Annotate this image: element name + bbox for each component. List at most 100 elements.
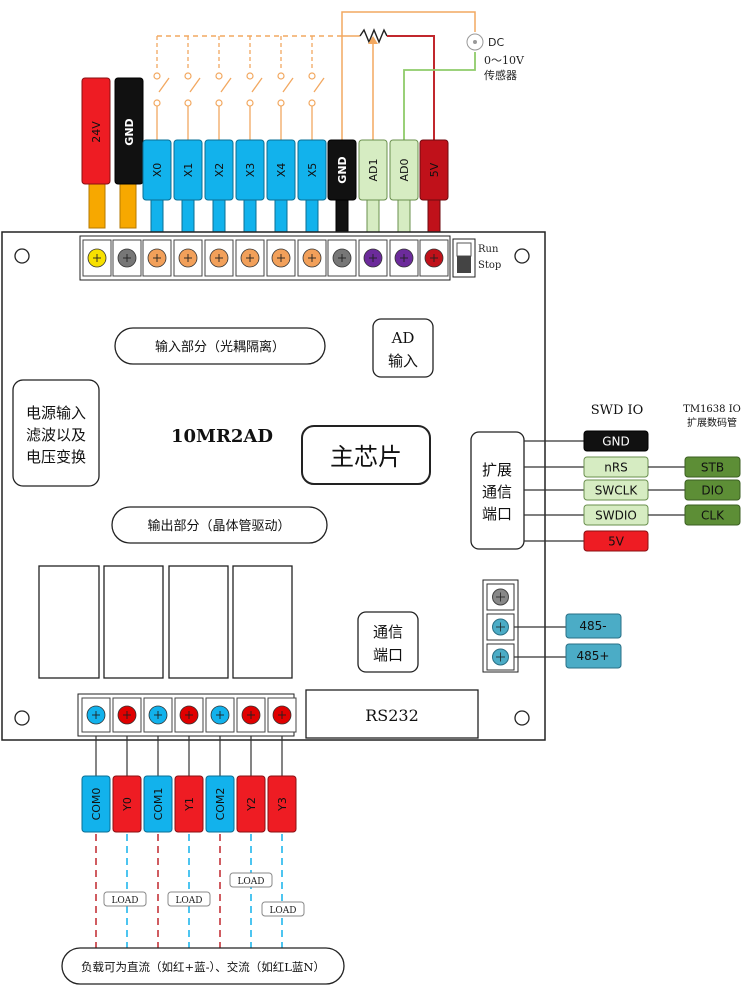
tm1638-title-line2: 扩展数码管 (687, 416, 737, 429)
input-switch-wiring (153, 35, 342, 140)
pin-y0 (112, 775, 142, 833)
pin-analog-ad1-label: AD1 (367, 159, 380, 182)
pin-y3 (267, 775, 297, 833)
pin-analog-gnd (327, 139, 357, 201)
pin-x3 (235, 139, 265, 201)
model-name: 10MR2AD (171, 426, 273, 447)
swd-pin-5v (583, 530, 649, 552)
power-filter-box: 电源输入 滤波以及 电压变换 (12, 379, 100, 487)
relays (38, 565, 293, 679)
tm1638-pin-clk-label: CLK (701, 509, 725, 523)
output-section-box: 输出部分（晶体管驱动） (111, 506, 328, 544)
tm1638-pin-stb (684, 456, 741, 478)
pin-x0 (142, 139, 172, 201)
pin-x1 (173, 139, 203, 201)
pin-com2 (205, 775, 235, 833)
tm1638-pin-dio-label: DIO (701, 484, 723, 498)
power-filter-line1: 电源输入 (26, 404, 86, 422)
expansion-port-box: 扩展 通信 端口 (470, 431, 525, 550)
expansion-line1: 扩展 (482, 461, 512, 479)
pin-com1-label: COM1 (152, 788, 165, 821)
pin-analog-gnd-label: GND (336, 156, 349, 183)
power-filter-line2: 滤波以及 (26, 426, 86, 444)
pin-x3-label: X3 (244, 163, 257, 178)
input-switch-2 (215, 99, 223, 107)
input-switch-4 (277, 99, 285, 107)
comm-port-line1: 通信 (373, 623, 403, 641)
pin-com0 (81, 775, 111, 833)
tm1638-pin-stb-label: STB (701, 461, 724, 475)
pin-485-minus-label: 485- (579, 619, 606, 633)
pin-com1 (143, 775, 173, 833)
input-switch-5 (308, 99, 316, 107)
main-chip-box: 主芯片 (301, 425, 431, 485)
pin-x2-label: X2 (213, 163, 226, 178)
load-label-2: LOAD (175, 896, 202, 906)
tm1638-title-line1: TM1638 IO (683, 404, 741, 415)
sensor-dc-label: DC (488, 36, 504, 49)
pin-analog-ad0 (389, 139, 419, 201)
swd-pin-nrs-label: nRS (604, 461, 628, 475)
pin-485-minus (565, 613, 622, 639)
comm-port-line2: 端口 (373, 646, 403, 664)
tm1638-pin-clk (684, 504, 741, 526)
pin-analog-5v (419, 139, 449, 201)
potentiometer-icon (359, 28, 388, 44)
swd-pin-gnd (583, 430, 649, 452)
expansion-line3: 端口 (482, 505, 512, 523)
run-stop-switch[interactable]: Run Stop (452, 238, 501, 278)
pin-analog-ad1 (358, 139, 388, 201)
pin-y2-label: Y2 (245, 797, 258, 812)
load-label-3: LOAD (237, 877, 264, 887)
expansion-line2: 通信 (482, 483, 512, 501)
input-section-label: 输入部分（光耦隔离） (155, 339, 285, 355)
sensor-name: 传感器 (484, 69, 517, 82)
load-label-1: LOAD (111, 896, 138, 906)
swd-pin-swclk-label: SWCLK (595, 484, 639, 498)
pin-x5 (297, 139, 327, 201)
pin-y3-label: Y3 (276, 797, 289, 812)
pin-gnd-power (114, 77, 144, 185)
pin-analog-ad0-label: AD0 (398, 159, 411, 182)
swd-title: SWD IO (591, 403, 644, 418)
rs485-terminal-block (482, 579, 519, 673)
load-note: 负载可为直流（如红+蓝-）、交流（如红L蓝N） (81, 960, 325, 974)
pin-x4-label: X4 (275, 163, 288, 178)
pin-x4 (266, 139, 296, 201)
pin-com2-label: COM2 (214, 788, 227, 821)
mounting-holes (14, 248, 530, 726)
input-section-box: 输入部分（光耦隔离） (114, 327, 326, 365)
input-pins: X0 X1 X2 X3 X4 X5 GND AD1 AD0 5V (142, 139, 449, 235)
comm-port-box: 通信 端口 (357, 611, 419, 673)
pin-y1-label: Y1 (183, 797, 196, 812)
output-section-label: 输出部分（晶体管驱动） (147, 518, 290, 534)
pin-485-plus (565, 643, 622, 669)
pin-x2 (204, 139, 234, 201)
ad-input-line2: 输入 (388, 352, 418, 370)
pin-x0-label: X0 (151, 163, 164, 178)
pin-485-plus-label: 485+ (577, 649, 610, 663)
tm1638-pin-dio (684, 479, 741, 501)
load-note-box: 负载可为直流（如红+蓝-）、交流（如红L蓝N） (61, 947, 345, 985)
rs232-label: RS232 (365, 706, 419, 725)
rs232-box: RS232 (305, 689, 479, 739)
pin-x1-label: X1 (182, 163, 195, 178)
pin-gnd-power-label: GND (123, 118, 136, 145)
swd-pin-5v-label: 5V (608, 535, 625, 549)
input-switch-1 (184, 99, 192, 107)
sensor-range: 0～10V (484, 54, 525, 67)
bottom-terminal-block (77, 693, 297, 737)
switch-stop-label: Stop (478, 260, 501, 271)
pin-y2 (236, 775, 266, 833)
ad-input-box: AD 输入 (372, 318, 434, 378)
rs485-pins: 485- 485+ (514, 613, 622, 669)
pin-analog-5v-label: 5V (428, 162, 441, 177)
swd-pin-gnd-label: GND (602, 435, 630, 449)
top-terminal-block (79, 235, 451, 281)
power-pins: 24V GND (81, 77, 144, 229)
input-switch-0 (153, 99, 161, 107)
ad-input-line1: AD (391, 329, 415, 347)
pin-x5-label: X5 (306, 163, 319, 178)
